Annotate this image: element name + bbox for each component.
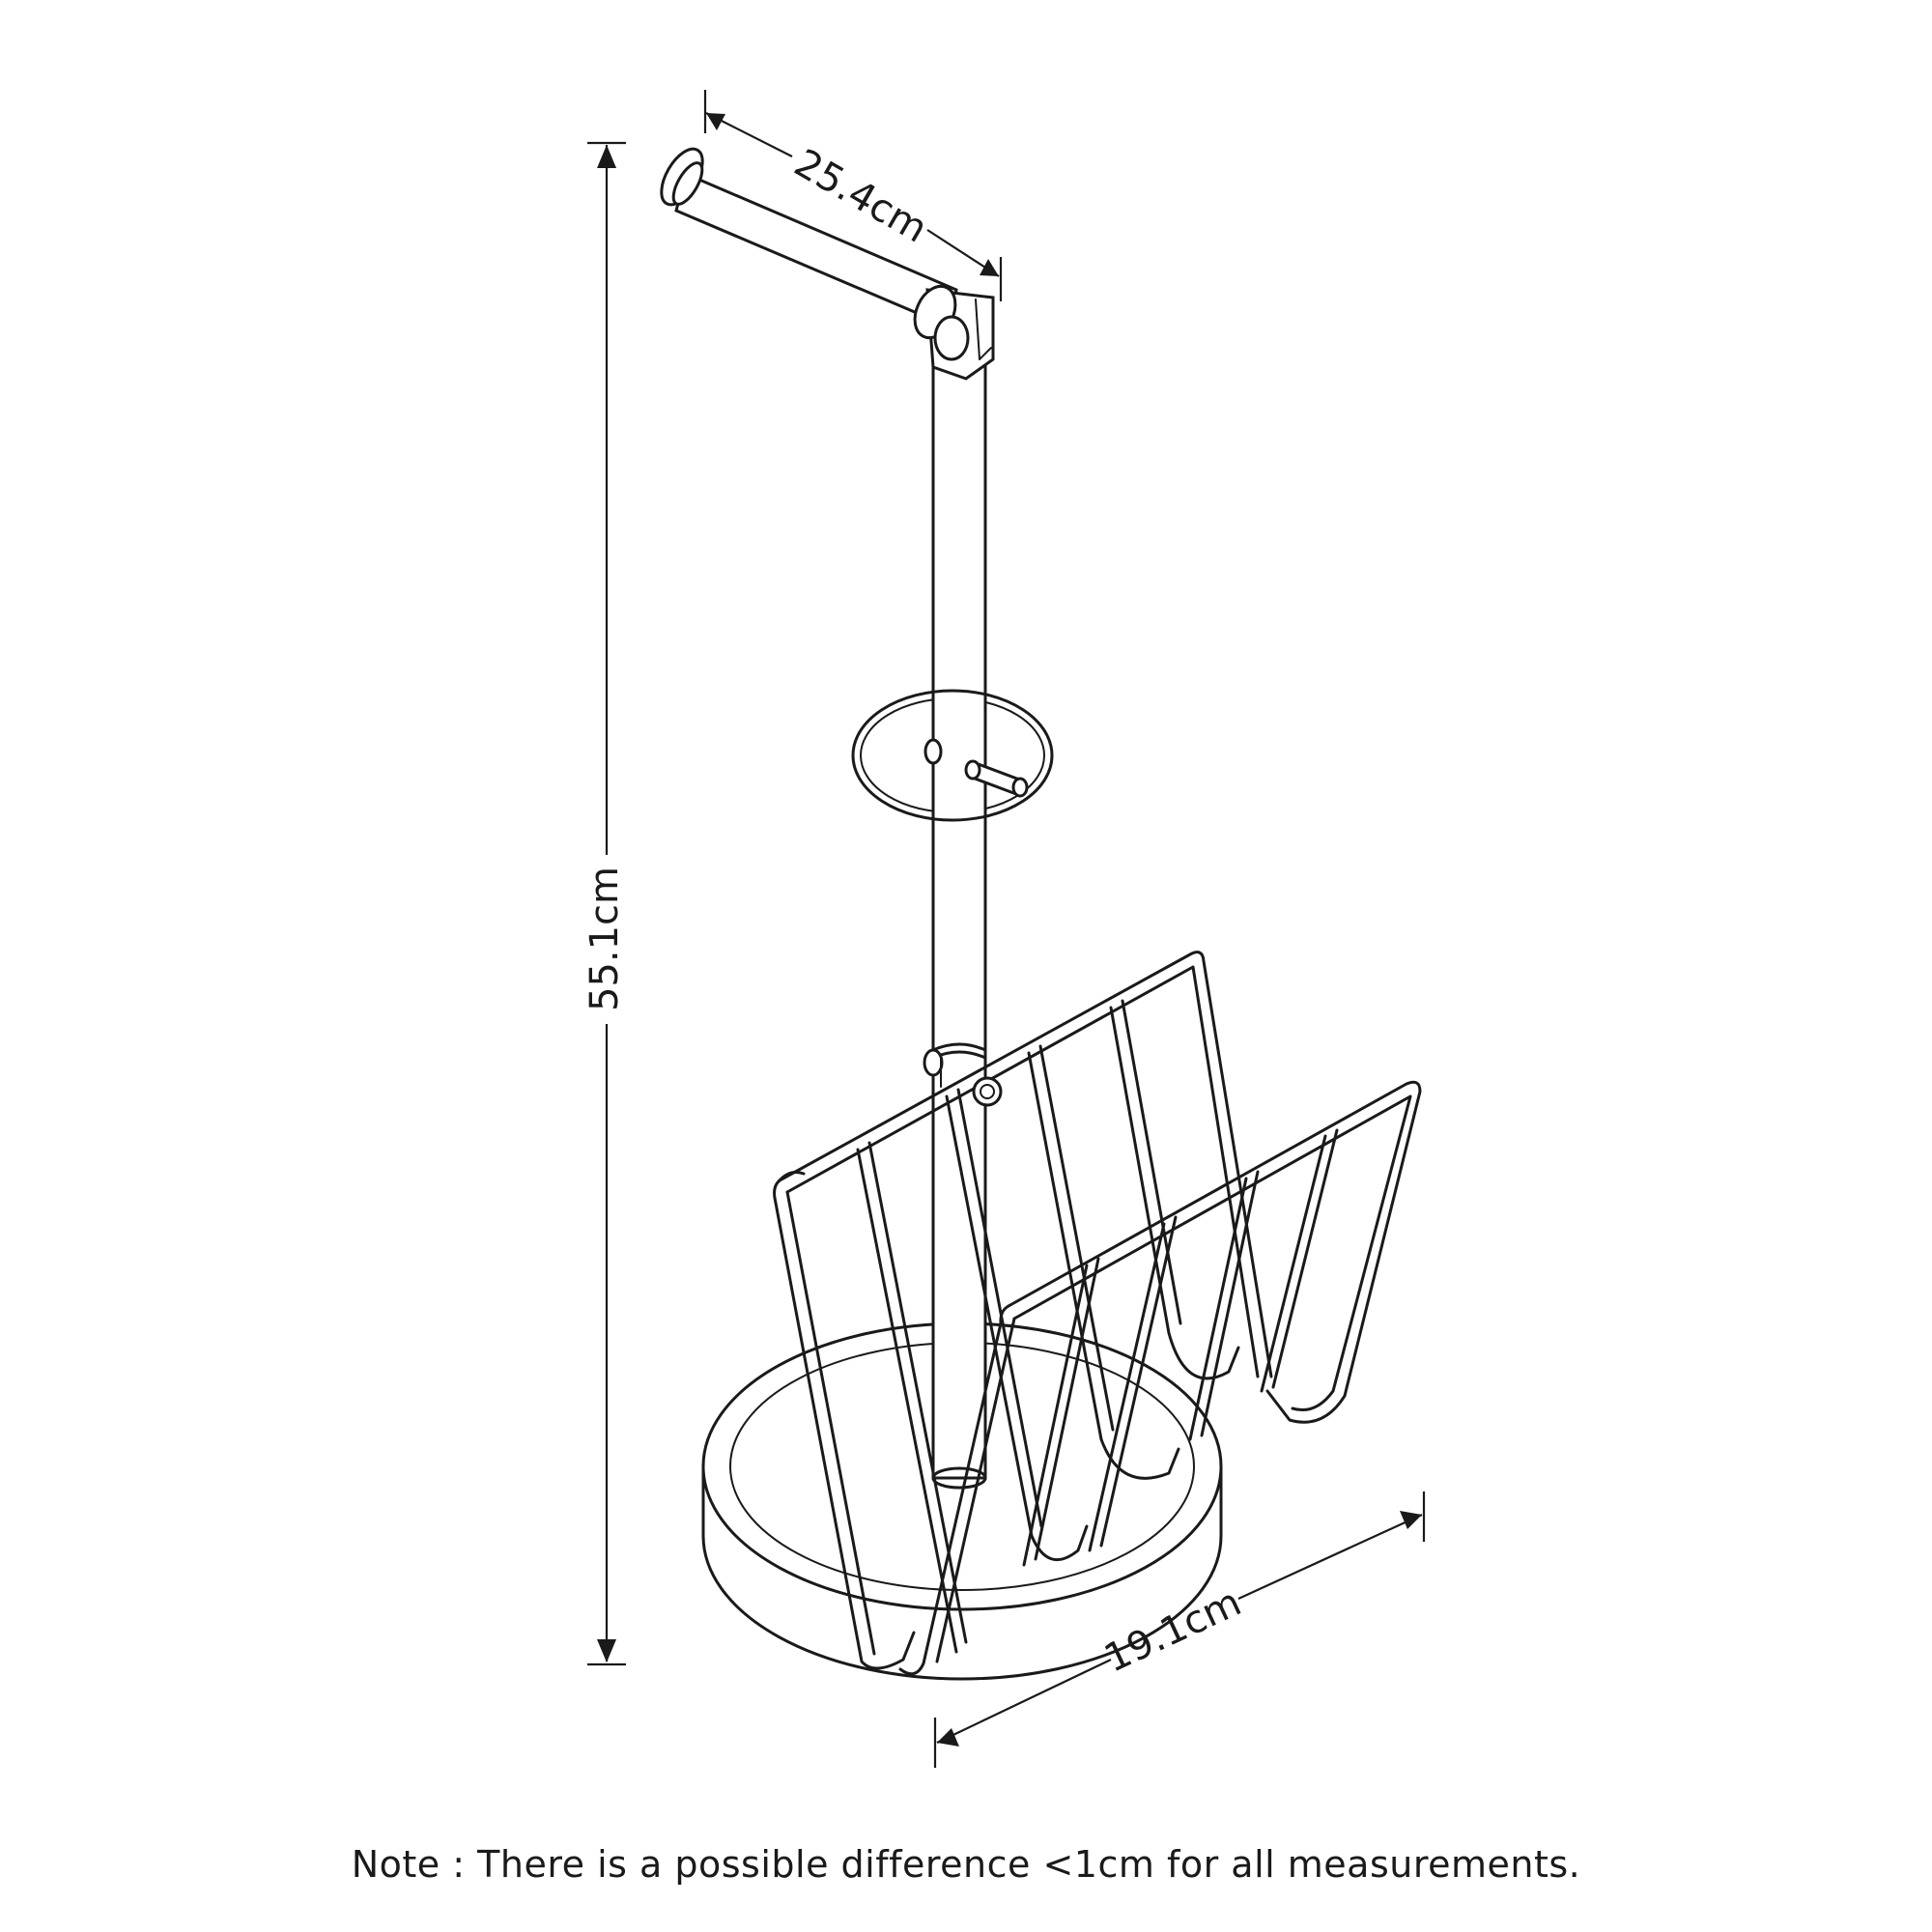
height-label: 55.1cm [582, 867, 627, 1011]
height-arrow-bottom [597, 1639, 616, 1662]
vertical-pole [923, 341, 987, 1490]
depth-arrow-left [937, 1728, 959, 1747]
magazine-rack [773, 951, 1422, 1676]
arm-arrow-right [980, 259, 999, 276]
dimension-height: 55.1cm [582, 141, 627, 1666]
spare-roll-ring [851, 689, 1054, 822]
arm-arrow-left [706, 113, 725, 130]
height-arrow-top [597, 145, 616, 168]
depth-arrow-right [1400, 1511, 1422, 1529]
toilet-paper-arm [660, 147, 995, 381]
depth-label: 19.1cm [1097, 1580, 1247, 1682]
measurement-note: Note : There is a possible difference <1… [351, 1843, 1581, 1886]
